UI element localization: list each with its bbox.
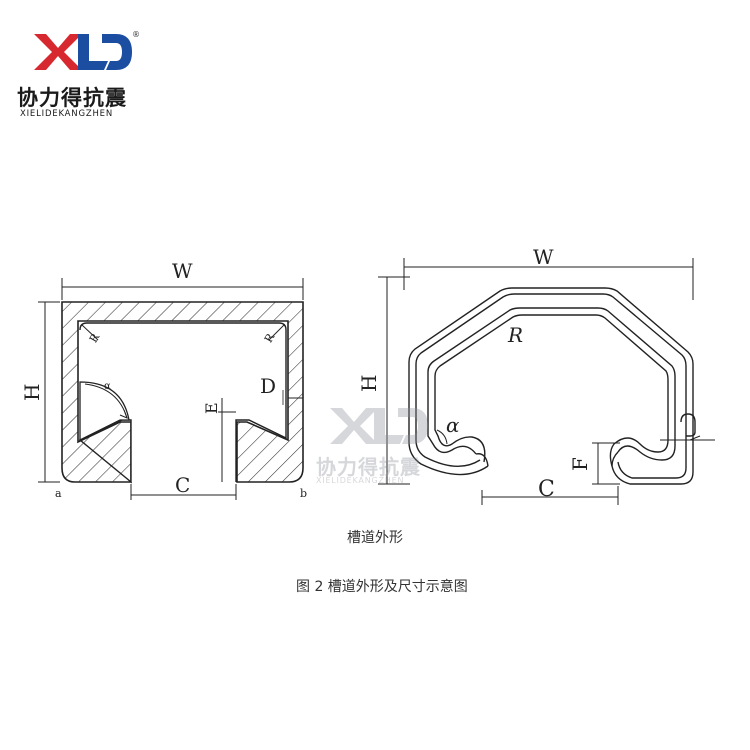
left-label-C: C	[175, 473, 190, 497]
watermark-name-en: XIELIDEKANGZHEN	[316, 476, 405, 485]
right-dimensions	[378, 258, 715, 505]
left-label-alpha: α	[104, 381, 111, 392]
watermark-name-cn: 协力得抗震	[316, 455, 421, 479]
left-label-E: E	[202, 402, 221, 414]
logo-name-en: XIELIDEKANGZHEN	[20, 109, 113, 119]
watermark: 协力得抗震 XIELIDEKANGZHEN	[316, 398, 436, 488]
right-label-F: F	[568, 457, 592, 471]
right-channel-outline	[408, 287, 696, 485]
logo-name-cn: 协力得抗震	[17, 86, 127, 110]
left-cross-section: W H C E D R R α a b	[20, 259, 307, 500]
registered-mark: ®	[132, 30, 140, 39]
right-label-R: R	[507, 323, 523, 347]
company-logo: ® 协力得抗震 XIELIDEKANGZHEN	[14, 30, 144, 125]
left-section-body	[61, 301, 304, 483]
watermark-logo-icon	[330, 408, 428, 444]
left-label-W: W	[172, 259, 193, 283]
figure-caption: 图 2 槽道外形及尺寸示意图	[296, 579, 468, 595]
sub-caption: 槽道外形	[347, 530, 403, 546]
right-label-W: W	[533, 245, 554, 269]
right-label-alpha: α	[446, 413, 460, 437]
left-label-H: H	[20, 384, 44, 401]
right-label-C: C	[538, 477, 555, 502]
right-label-H: H	[357, 375, 381, 392]
left-label-b: b	[300, 487, 307, 500]
left-label-D: D	[260, 374, 276, 398]
xld-logo-icon	[34, 34, 132, 70]
left-label-a: a	[55, 487, 62, 500]
